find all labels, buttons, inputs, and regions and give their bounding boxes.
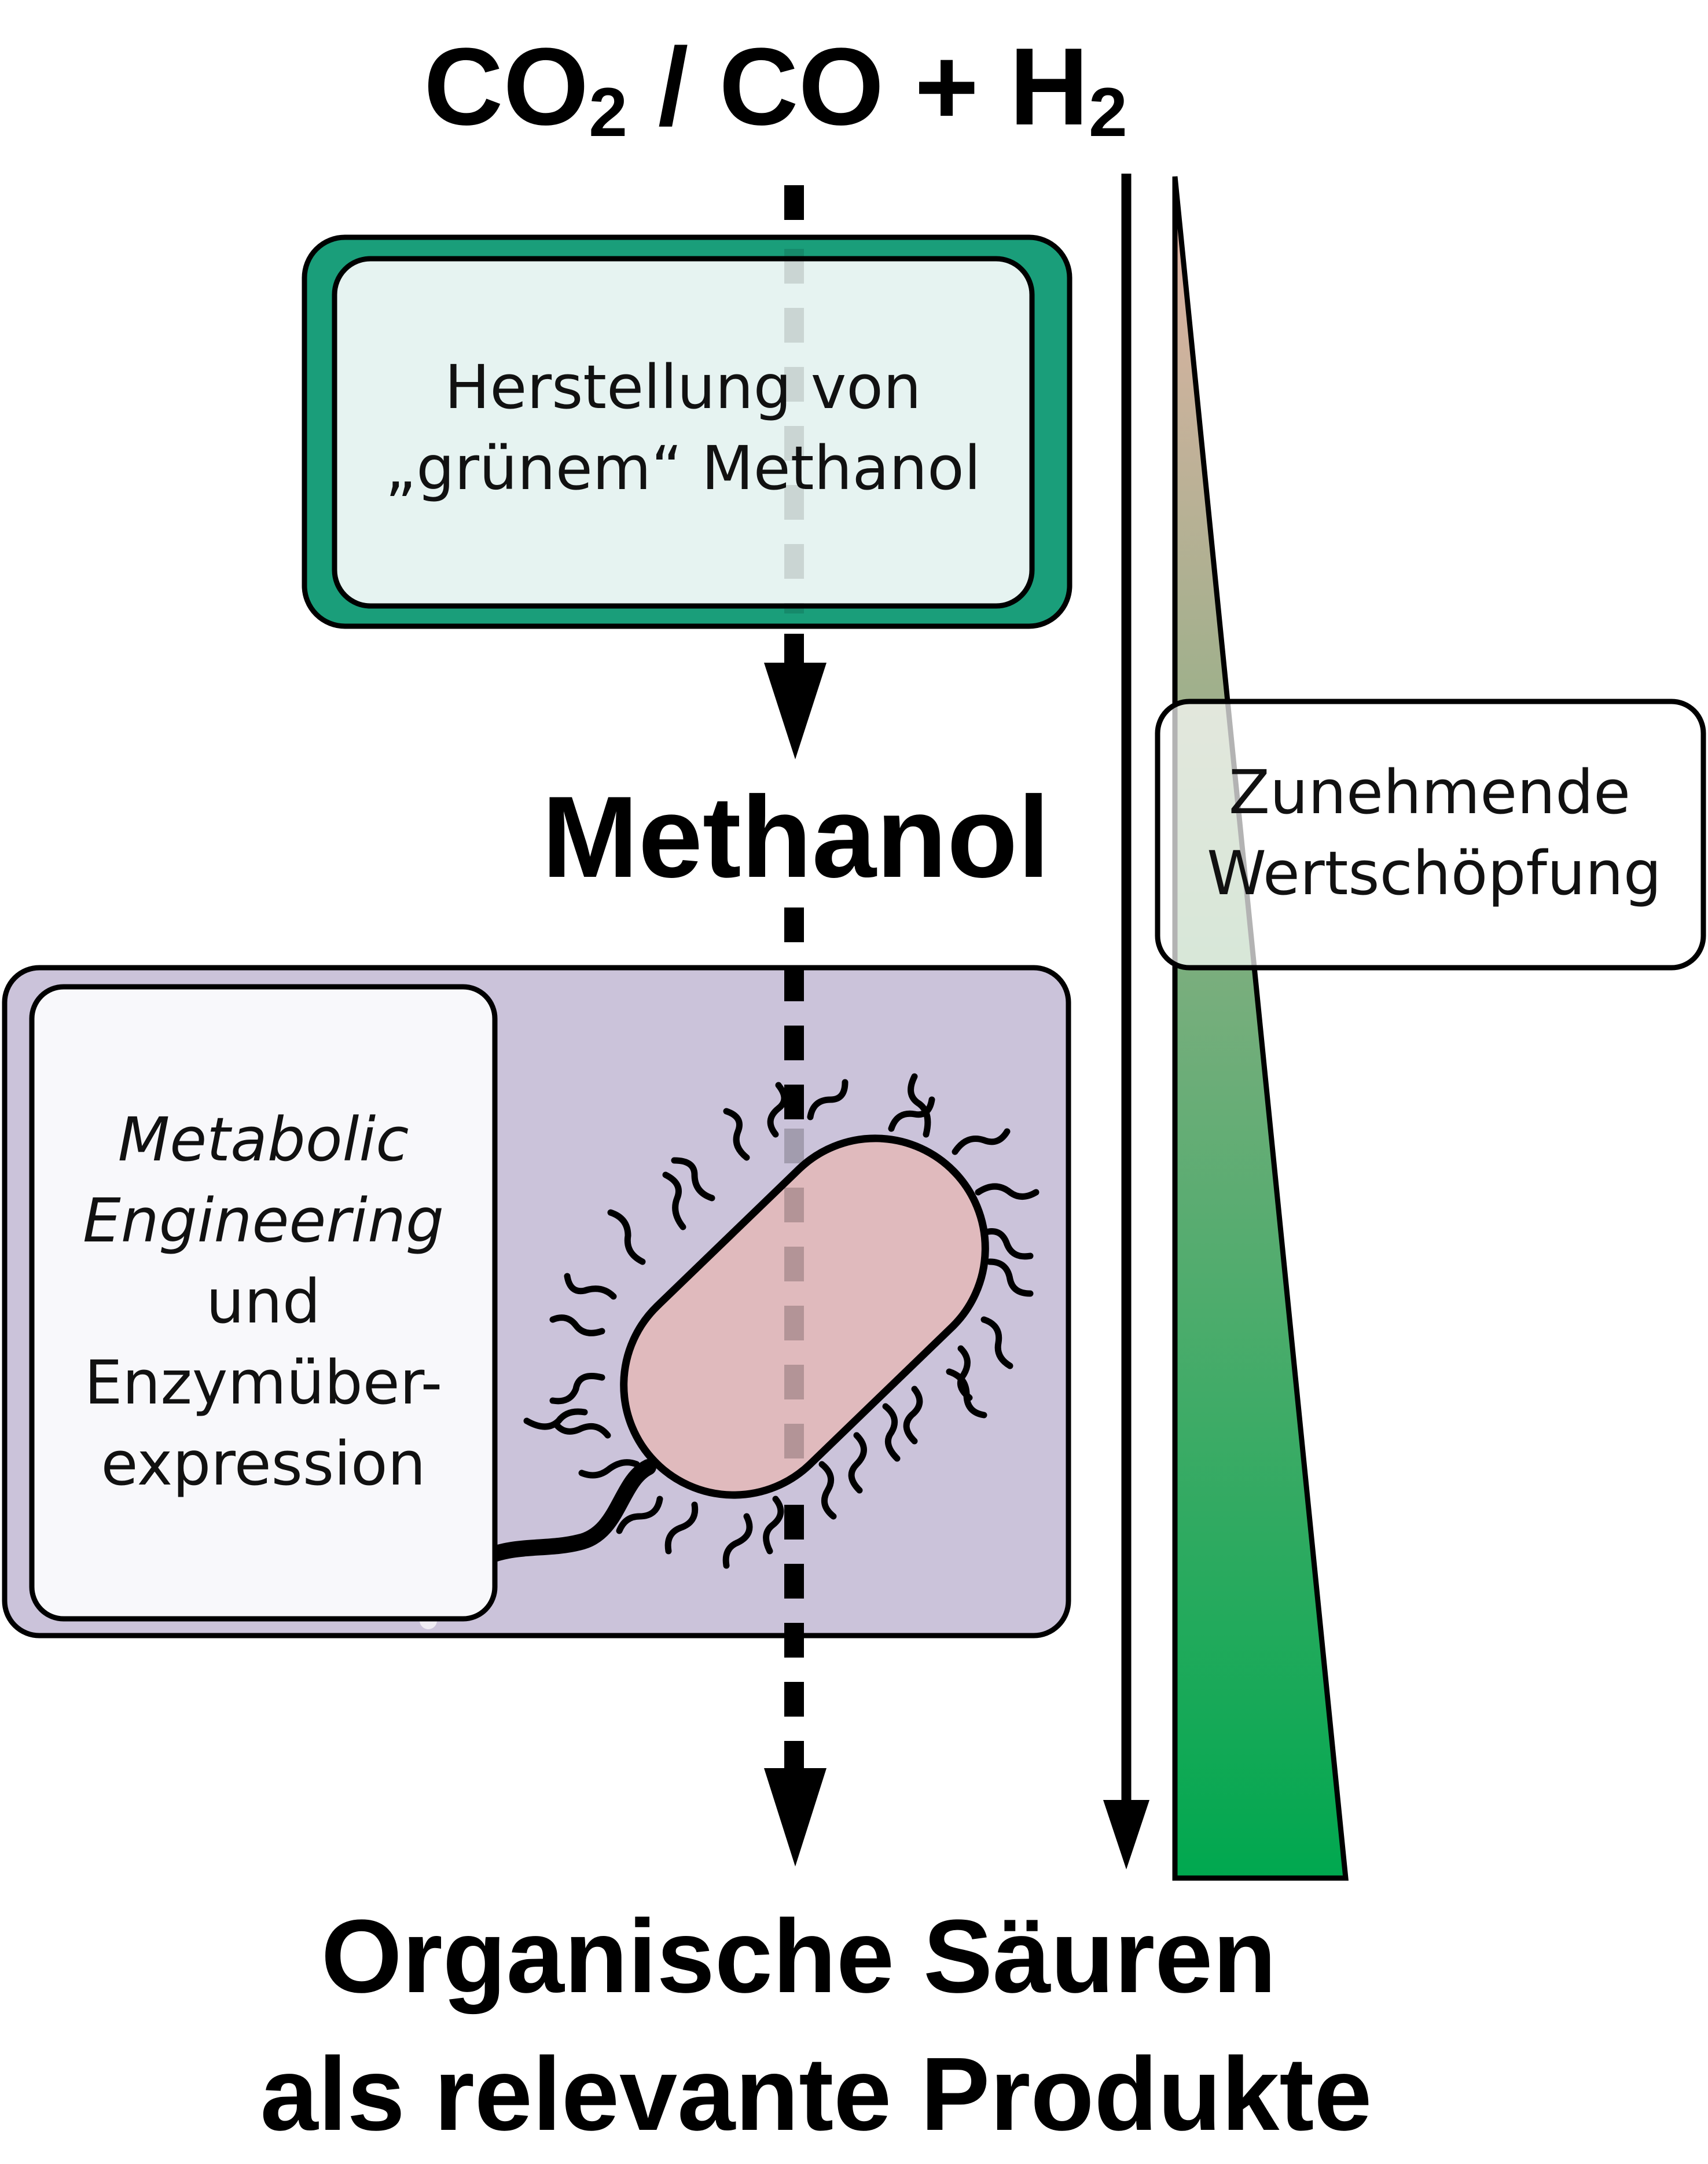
- value-label-line1: Zunehmende: [1229, 757, 1630, 828]
- products-label-line1: Organische Säuren: [321, 1898, 1277, 2015]
- value-label-line2: Wertschöpfung: [1207, 838, 1662, 909]
- methanol-production-line2: „grünem“ Methanol: [385, 433, 980, 504]
- engineering-label-box: Metabolic Engineering und Enzymüber- exp…: [29, 984, 498, 1622]
- arrowhead-to-methanol: [764, 663, 827, 759]
- engineering-line5: expression: [101, 1428, 426, 1499]
- process-arrowhead: [1103, 1800, 1149, 1869]
- bacterium-body: [620, 1134, 989, 1499]
- engineering-line2: Engineering: [83, 1185, 444, 1256]
- bacterium-pili: [523, 1073, 1040, 1569]
- methanol-production-line1: Herstellung von: [445, 352, 921, 422]
- bacterium-flagellum: [467, 1459, 656, 1571]
- methanol-production-box: Herstellung von „grünem“ Methanol: [302, 234, 1072, 629]
- engineering-line4: Enzymüber-: [85, 1347, 443, 1418]
- methanol-label: Methanol: [542, 773, 1050, 902]
- value-label-box: Zunehmende Wertschöpfung: [1155, 699, 1706, 971]
- products-label-line2: als relevante Produkte: [260, 2036, 1372, 2152]
- engineering-label-panel: [29, 984, 498, 1622]
- engineering-line1: Metabolic: [118, 1104, 409, 1175]
- top-label: CO2 / CO + H2: [424, 25, 1127, 151]
- engineering-line3: und: [206, 1266, 321, 1337]
- value-wedge: [1172, 176, 1349, 1881]
- bacterium: [523, 1073, 1040, 1569]
- methanol-production-panel: [332, 256, 1035, 609]
- arrowhead-to-products: [764, 1768, 827, 1867]
- value-label-panel: [1155, 699, 1706, 971]
